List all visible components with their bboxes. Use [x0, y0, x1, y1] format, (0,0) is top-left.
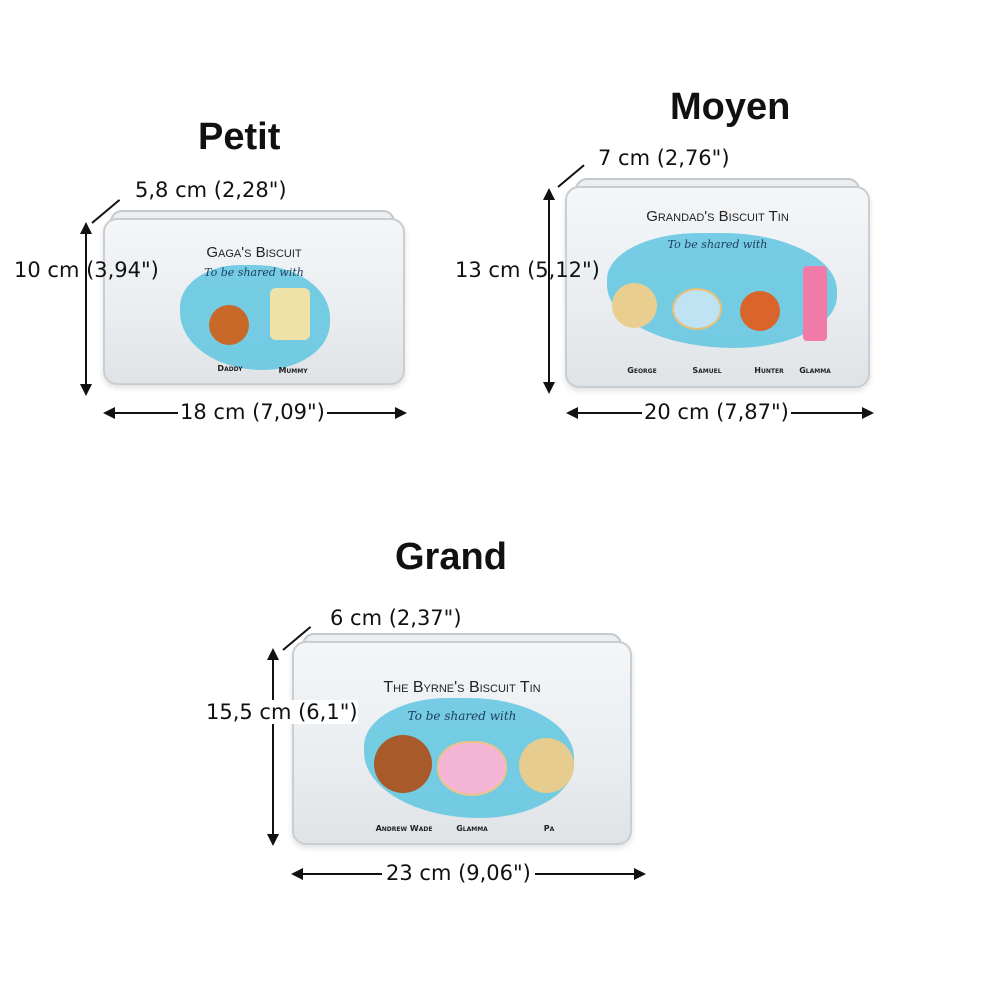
tin-moyen: Grandad's Biscuit Tin To be shared with …	[565, 186, 870, 388]
tin-subtitle: To be shared with	[204, 266, 304, 279]
biscuit-character	[803, 266, 827, 341]
character-name: Mummy	[278, 366, 308, 375]
tin-petit: Gaga's Biscuit To be shared with Daddy M…	[103, 218, 405, 385]
height-label: 13 cm (5,12")	[455, 258, 600, 282]
arrowhead-icon	[267, 834, 279, 846]
biscuit-character	[740, 291, 780, 331]
character-name: Pa	[543, 824, 555, 833]
height-arrow	[272, 658, 274, 836]
tin-subtitle: To be shared with	[407, 709, 517, 723]
tin-name: Grandad's Biscuit Tin	[646, 208, 789, 225]
arrowhead-icon	[566, 407, 578, 419]
arrowhead-icon	[543, 382, 555, 394]
size-title-petit: Petit	[198, 116, 281, 158]
arrowhead-icon	[103, 407, 115, 419]
width-label: 18 cm (7,09")	[178, 400, 327, 424]
size-title-moyen: Moyen	[670, 86, 791, 128]
depth-label: 7 cm (2,76")	[598, 146, 730, 170]
height-label: 10 cm (3,94")	[14, 258, 159, 282]
arrowhead-icon	[267, 648, 279, 660]
biscuit-character	[672, 288, 722, 330]
biscuit-character	[519, 738, 574, 793]
tin-name: Gaga's Biscuit	[206, 244, 302, 261]
arrowhead-icon	[395, 407, 407, 419]
character-name: Hunter	[754, 366, 784, 375]
tin-subtitle: To be shared with	[667, 238, 768, 251]
biscuit-character	[209, 305, 249, 345]
character-name: Daddy	[217, 364, 243, 373]
tin-grand: The Byrne's Biscuit Tin To be shared wit…	[292, 641, 632, 845]
biscuit-character	[374, 735, 432, 793]
arrowhead-icon	[80, 222, 92, 234]
height-label: 15,5 cm (6,1")	[206, 700, 358, 724]
width-label: 20 cm (7,87")	[642, 400, 791, 424]
character-name: George	[627, 366, 657, 375]
biscuit-character	[612, 283, 657, 328]
biscuit-character	[437, 741, 507, 796]
height-arrow	[85, 232, 87, 388]
arrowhead-icon	[543, 188, 555, 200]
height-arrow	[548, 198, 550, 384]
arrowhead-icon	[80, 384, 92, 396]
depth-label: 5,8 cm (2,28")	[135, 178, 287, 202]
size-title-grand: Grand	[395, 536, 507, 578]
width-label: 23 cm (9,06")	[382, 861, 535, 885]
depth-label: 6 cm (2,37")	[330, 606, 462, 630]
character-name: Andrew Wade	[375, 824, 433, 833]
character-name: Glamma	[799, 366, 831, 375]
biscuit-character	[270, 288, 310, 340]
arrowhead-icon	[862, 407, 874, 419]
arrowhead-icon	[634, 868, 646, 880]
arrowhead-icon	[291, 868, 303, 880]
character-name: Glamma	[456, 824, 488, 833]
character-name: Samuel	[692, 366, 722, 375]
tin-name: The Byrne's Biscuit Tin	[383, 679, 541, 696]
